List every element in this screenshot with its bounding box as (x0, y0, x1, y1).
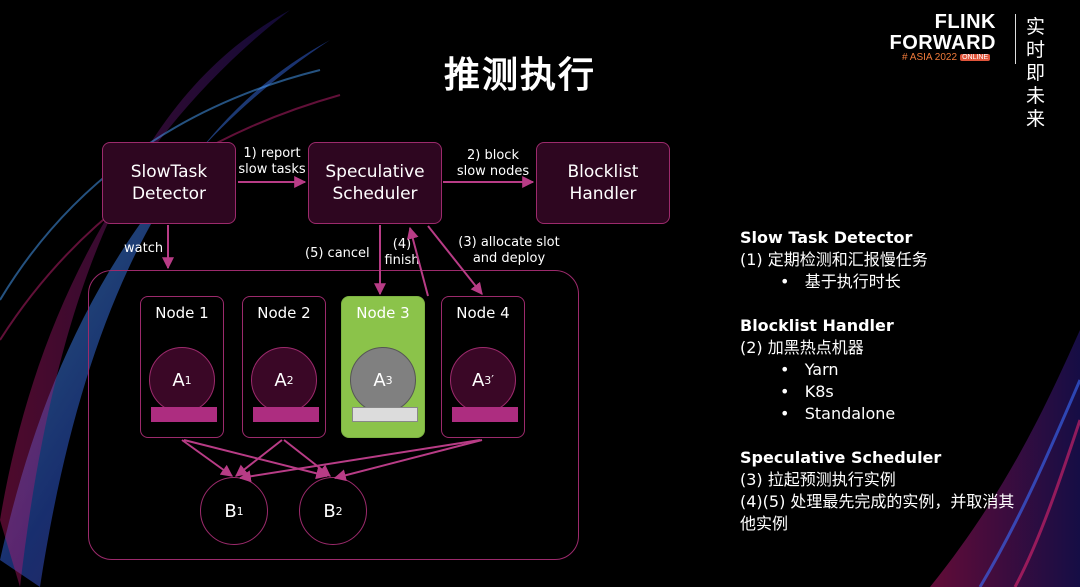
node-label: Node 3 (356, 304, 410, 322)
task-name: A (172, 369, 185, 391)
finish-label: (4) finish (384, 237, 420, 268)
logo-separator (1015, 14, 1016, 64)
heading-blocklist-handler: Blocklist Handler (740, 316, 894, 335)
bullet-text: 基于执行时长 (804, 272, 901, 291)
task-name: A (471, 369, 485, 391)
text-scheduler-desc-2: (4)(5) 处理最先完成的实例，并取消其他实例 (740, 492, 1015, 533)
slot-bar (151, 407, 217, 422)
speculative-scheduler-label: Speculative Scheduler (325, 162, 425, 204)
report-label: 1) report slow tasks (238, 146, 306, 177)
bullet-text: Yarn (804, 360, 839, 379)
spacer (740, 425, 1040, 447)
slowtask-detector-box: SlowTask Detector (102, 142, 236, 224)
block-label: 2) block slow nodes (456, 148, 530, 179)
task-prime: ′ (491, 373, 495, 387)
task-subscript: 1 (236, 504, 244, 518)
text-detector-desc: (1) 定期检测和汇报慢任务 (740, 250, 928, 269)
logo-cn: 实时即未来 (1026, 16, 1046, 130)
slot-bar (253, 407, 319, 422)
task-subscript: 3 (385, 373, 393, 387)
logo-line1: FLINK (934, 11, 996, 33)
allocate-label: (3) allocate slot and deploy (458, 235, 560, 266)
bullet-item: • Standalone (780, 404, 896, 423)
heading-slow-task-detector: Slow Task Detector (740, 228, 913, 247)
task-name: A (274, 369, 287, 391)
explanation-panel: Slow Task Detector (1) 定期检测和汇报慢任务 • 基于执行… (740, 227, 1040, 535)
node-label: Node 4 (456, 304, 510, 322)
blocklist-handler-label: Blocklist Handler (567, 162, 639, 204)
task-subscript: 1 (184, 373, 192, 387)
node-label: Node 2 (257, 304, 311, 322)
bullet-item: • K8s (780, 382, 834, 401)
cluster-container (88, 270, 579, 560)
task-name: B (323, 500, 336, 522)
logo-asia-text: # ASIA 2022 (902, 52, 958, 63)
text-scheduler-desc-1: (3) 拉起预测执行实例 (740, 470, 896, 489)
logo-line2: FORWARD (889, 32, 996, 54)
task-subscript: 3 (484, 373, 492, 387)
task-name: A (373, 369, 386, 391)
page-title: 推测执行 (443, 55, 596, 96)
task-subscript: 2 (335, 504, 343, 518)
watch-label: watch (124, 241, 164, 256)
bullet-item: • 基于执行时长 (780, 272, 901, 291)
bullet-text: Standalone (804, 404, 896, 423)
blocklist-handler-box: Blocklist Handler (536, 142, 670, 224)
text-blocklist-desc: (2) 加黑热点机器 (740, 338, 864, 357)
logo-badge: ONLINE (960, 53, 991, 61)
node-label: Node 1 (155, 304, 209, 322)
slot-bar (452, 407, 518, 422)
speculative-scheduler-box: Speculative Scheduler (308, 142, 442, 224)
slowtask-detector-label: SlowTask Detector (130, 162, 208, 204)
slot-bar (352, 407, 418, 422)
cancel-label: (5) cancel (305, 246, 370, 261)
task-name: B (224, 500, 237, 522)
spacer (740, 293, 1040, 315)
bullet-text: K8s (804, 382, 834, 401)
bullet-item: • Yarn (780, 360, 839, 379)
logo-wordmark: FLINK FORWARD (888, 12, 996, 54)
heading-speculative-scheduler: Speculative Scheduler (740, 448, 942, 467)
task-subscript: 2 (286, 373, 294, 387)
